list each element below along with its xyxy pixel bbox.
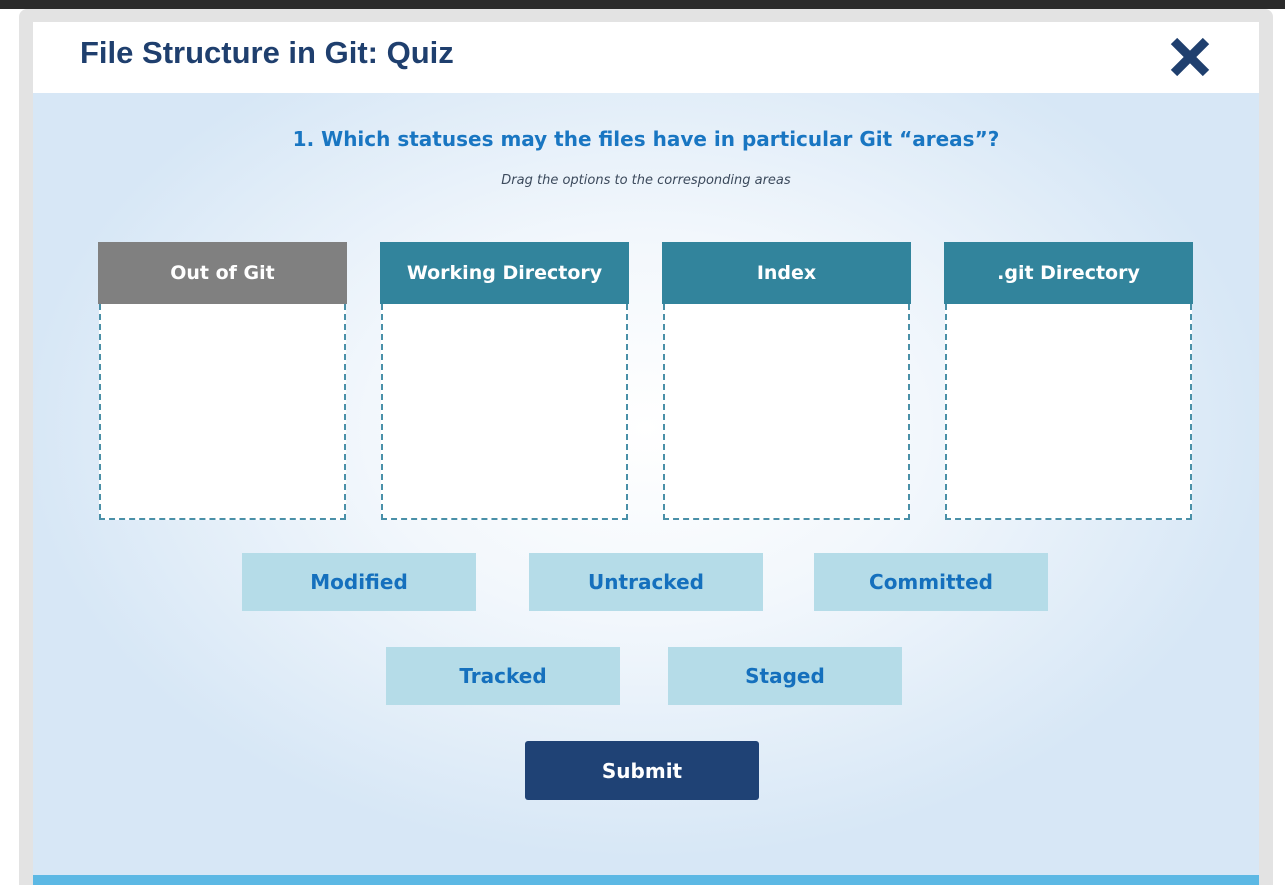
drop-zone-working-directory[interactable] [381, 304, 628, 520]
close-icon [1170, 37, 1210, 77]
option-modified[interactable]: Modified [242, 553, 476, 611]
option-staged[interactable]: Staged [668, 647, 902, 705]
area-header-working-directory: Working Directory [380, 242, 629, 304]
area-out-of-git: Out of Git [98, 242, 347, 521]
area-git-directory: .git Directory [944, 242, 1193, 521]
quiz-dialog: File Structure in Git: Quiz 1. Which sta… [33, 22, 1259, 885]
drop-zone-index[interactable] [663, 304, 910, 520]
area-header-index: Index [662, 242, 911, 304]
area-header-git-directory: .git Directory [944, 242, 1193, 304]
option-tracked[interactable]: Tracked [386, 647, 620, 705]
area-header-out-of-git: Out of Git [98, 242, 347, 304]
close-button[interactable] [1167, 34, 1213, 80]
accent-bar [33, 875, 1259, 885]
question-instruction: Drag the options to the corresponding ar… [501, 173, 791, 188]
browser-top-bar [0, 0, 1285, 9]
submit-button[interactable]: Submit [525, 741, 759, 800]
drop-zone-git-directory[interactable] [945, 304, 1192, 520]
dialog-title: File Structure in Git: Quiz [80, 35, 454, 70]
dialog-header: File Structure in Git: Quiz [33, 22, 1259, 93]
area-index: Index [662, 242, 911, 521]
drop-zone-out-of-git[interactable] [99, 304, 346, 520]
area-working-directory: Working Directory [380, 242, 629, 521]
option-committed[interactable]: Committed [814, 553, 1048, 611]
option-untracked[interactable]: Untracked [529, 553, 763, 611]
question-text: 1. Which statuses may the files have in … [292, 127, 1000, 151]
